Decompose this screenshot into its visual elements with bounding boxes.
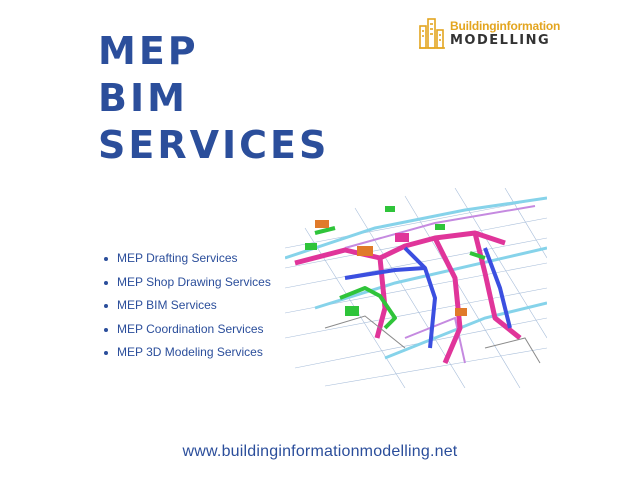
bullet-icon bbox=[104, 351, 108, 355]
bullet-icon bbox=[104, 304, 108, 308]
logo-text-bottom: MODELLING bbox=[450, 33, 551, 48]
building-logo-icon bbox=[419, 18, 445, 49]
bullet-icon bbox=[104, 257, 108, 261]
service-label: MEP Drafting Services bbox=[117, 251, 238, 265]
website-url: www.buildinginformationmodelling.net bbox=[182, 443, 458, 460]
title-line-bim: BIM bbox=[98, 76, 188, 120]
service-label: MEP Shop Drawing Services bbox=[117, 274, 271, 289]
list-item: MEP 3D Modeling Services bbox=[104, 341, 271, 365]
service-label: MEP BIM Services bbox=[117, 298, 217, 312]
page-title: MEP BIM SERVICES bbox=[98, 28, 329, 169]
list-item: MEP BIM Services bbox=[104, 294, 271, 318]
logo-text-top: Buildinginformation bbox=[450, 19, 561, 33]
list-item: MEP Coordination Services bbox=[104, 318, 271, 342]
bullet-icon bbox=[104, 280, 108, 285]
title-line-mep: MEP bbox=[98, 29, 199, 73]
service-label: MEP Coordination Services bbox=[117, 321, 264, 336]
title-line-services: SERVICES bbox=[98, 123, 330, 167]
mep-model-illustration bbox=[285, 188, 547, 388]
service-label: MEP 3D Modeling Services bbox=[117, 345, 263, 359]
company-logo: Buildinginformation MODELLING bbox=[418, 16, 561, 52]
list-item: MEP Drafting Services bbox=[104, 247, 271, 271]
services-list: MEP Drafting Services MEP Shop Drawing S… bbox=[104, 247, 271, 365]
bullet-icon bbox=[104, 327, 108, 332]
list-item: MEP Shop Drawing Services bbox=[104, 271, 271, 295]
